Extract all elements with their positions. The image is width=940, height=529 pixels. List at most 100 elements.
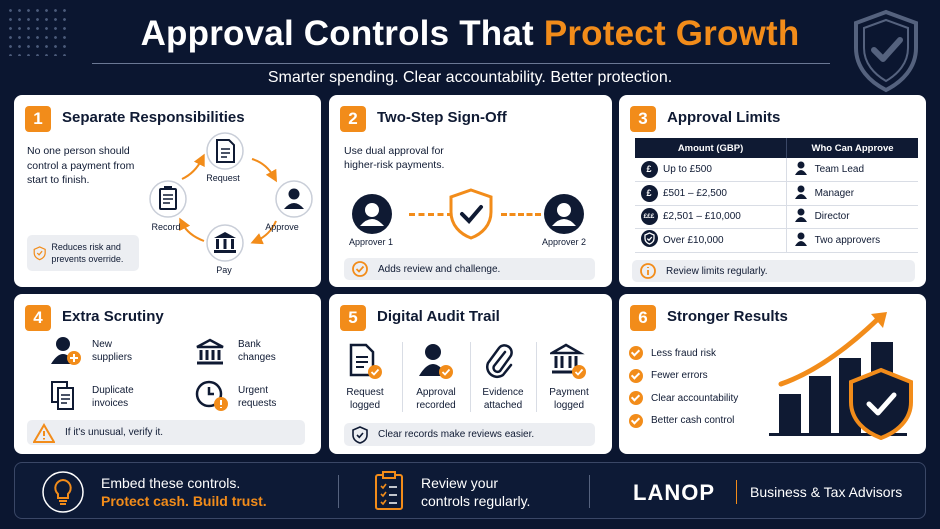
cycle-step-request: Request bbox=[206, 173, 240, 183]
pound-coin-icon: £ bbox=[640, 184, 658, 202]
warning-icon bbox=[33, 422, 55, 443]
title-accent-text: Protect Growth bbox=[543, 14, 800, 53]
table-row: Over £10,000 Two approvers bbox=[635, 228, 918, 253]
shield-check-icon bbox=[33, 246, 46, 261]
column-header-amount: Amount (GBP) bbox=[635, 138, 787, 158]
list-item-label: Clear accountability bbox=[651, 392, 739, 404]
list-item: Better cash control bbox=[629, 410, 738, 433]
table-row: £££ £2,501 – £10,000 Director bbox=[635, 205, 918, 229]
approver-avatar-icon bbox=[544, 194, 584, 234]
connector-dash bbox=[409, 213, 453, 216]
note-text: Clear records make reviews easier. bbox=[378, 429, 535, 440]
footer-review-text: Review your bbox=[421, 475, 499, 491]
cycle-step-approve: Approve bbox=[265, 222, 299, 232]
shield-check-icon bbox=[640, 230, 658, 248]
scrutiny-item-duplicate-invoices: Duplicate invoices bbox=[92, 385, 134, 409]
note-text: If it's unusual, verify it. bbox=[65, 427, 164, 438]
person-icon bbox=[794, 161, 807, 175]
person-approval-icon bbox=[419, 344, 453, 379]
note-text: Review limits regularly. bbox=[666, 265, 768, 277]
approval-limits-table: Amount (GBP) Who Can Approve £ Up to £50… bbox=[635, 138, 918, 253]
footer-review-text-2: controls regularly. bbox=[421, 493, 531, 509]
urgent-clock-icon bbox=[195, 380, 228, 411]
decorative-dot-grid bbox=[6, 6, 66, 56]
card-body: Use dual approval for higher-risk paymen… bbox=[344, 145, 445, 171]
cycle-step-record: Record bbox=[151, 222, 181, 232]
page-title: Approval Controls That Protect Growth bbox=[0, 14, 940, 54]
card-title: Extra Scrutiny bbox=[62, 308, 164, 325]
duplicate-invoice-icon bbox=[51, 381, 74, 410]
check-icon bbox=[629, 368, 643, 383]
card-title: Approval Limits bbox=[667, 109, 781, 126]
pound-coins-icon: £££ bbox=[640, 208, 658, 226]
card-digital-audit-trail: 5 Digital Audit Trail Request logged App… bbox=[329, 294, 612, 454]
divider bbox=[470, 342, 471, 412]
column-header-who: Who Can Approve bbox=[786, 138, 918, 158]
approver-avatar-icon bbox=[352, 194, 392, 234]
list-item-label: Fewer errors bbox=[651, 370, 708, 382]
check-icon bbox=[629, 391, 643, 406]
card-body: No one person should control a payment f… bbox=[27, 145, 135, 186]
approver-1-label: Approver 1 bbox=[348, 237, 394, 247]
person-icon bbox=[794, 232, 807, 246]
card-number: 3 bbox=[630, 106, 656, 132]
brand-divider bbox=[736, 480, 737, 504]
info-icon bbox=[640, 263, 656, 279]
list-item-label: Less fraud risk bbox=[651, 347, 717, 359]
list-item: Fewer errors bbox=[629, 365, 738, 388]
note-text: Reduces risk and prevents override. bbox=[51, 242, 124, 264]
card-title: Digital Audit Trail bbox=[377, 308, 500, 325]
card-separate-responsibilities: 1 Separate Responsibilities No one perso… bbox=[14, 95, 321, 287]
card-number: 2 bbox=[340, 106, 366, 132]
card-extra-scrutiny: 4 Extra Scrutiny New suppliers Bank chan… bbox=[14, 294, 321, 454]
approver-cell: Director bbox=[814, 205, 918, 229]
growth-chart-icon bbox=[769, 312, 913, 440]
card-title: Stronger Results bbox=[667, 308, 788, 325]
card-note: If it's unusual, verify it. bbox=[27, 420, 305, 445]
card-number: 1 bbox=[25, 106, 51, 132]
card-number: 6 bbox=[630, 305, 656, 331]
footer-tagline-accent: Protect cash. Build trust. bbox=[101, 493, 267, 509]
results-list: Less fraud risk Fewer errors Clear accou… bbox=[629, 342, 738, 432]
title-main-text: Approval Controls That bbox=[140, 14, 534, 53]
approver-2-label: Approver 2 bbox=[541, 237, 587, 247]
card-title: Separate Responsibilities bbox=[62, 109, 245, 126]
card-approval-limits: 3 Approval Limits Amount (GBP) Who Can A… bbox=[619, 95, 926, 287]
bank-payment-icon bbox=[550, 343, 586, 379]
list-item: Clear accountability bbox=[629, 387, 738, 410]
audit-item-evidence-attached: Evidence attached bbox=[482, 387, 524, 411]
cycle-step-pay: Pay bbox=[216, 265, 232, 275]
shield-check-icon bbox=[449, 188, 493, 240]
footer-banner: Embed these controls. Protect cash. Buil… bbox=[14, 462, 926, 519]
checklist-icon bbox=[375, 471, 403, 510]
table-row: £ £501 – £2,500 Manager bbox=[635, 181, 918, 206]
new-supplier-icon bbox=[51, 337, 81, 365]
check-icon bbox=[629, 346, 643, 361]
card-number: 4 bbox=[25, 305, 51, 331]
connector-dash bbox=[501, 213, 541, 216]
card-stronger-results: 6 Stronger Results Less fraud risk Fewer… bbox=[619, 294, 926, 454]
approver-cell: Two approvers bbox=[814, 228, 918, 253]
cycle-diagram bbox=[149, 132, 313, 262]
bank-icon bbox=[196, 338, 224, 365]
lightbulb-icon bbox=[42, 471, 84, 513]
pound-coin-icon: £ bbox=[640, 161, 658, 178]
note-text: Adds review and challenge. bbox=[378, 263, 501, 275]
card-note: Reduces risk and prevents override. bbox=[27, 235, 139, 271]
amount-cell: Over £10,000 bbox=[663, 228, 787, 253]
amount-cell: Up to £500 bbox=[663, 158, 787, 182]
divider bbox=[536, 342, 537, 412]
amount-cell: £2,501 – £10,000 bbox=[663, 205, 787, 229]
divider bbox=[589, 475, 590, 508]
audit-item-request-logged: Request logged bbox=[346, 387, 384, 411]
check-circle-icon bbox=[352, 261, 368, 277]
shield-check-icon bbox=[854, 9, 918, 93]
divider bbox=[402, 342, 403, 412]
check-icon bbox=[629, 413, 643, 428]
footer-embed-text: Embed these controls. bbox=[101, 475, 241, 491]
page-subtitle: Smarter spending. Clear accountability. … bbox=[267, 69, 673, 86]
list-item: Less fraud risk bbox=[629, 342, 738, 365]
approver-cell: Team Lead bbox=[814, 158, 918, 182]
card-note: Clear records make reviews easier. bbox=[344, 423, 595, 446]
title-divider bbox=[92, 63, 830, 64]
